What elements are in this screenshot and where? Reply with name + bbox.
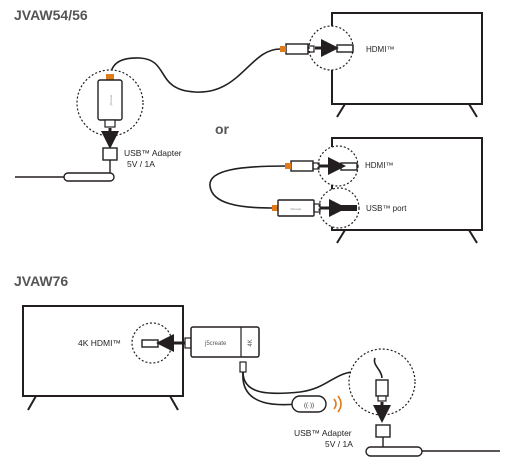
svg-text:((·)): ((·)) [304,403,314,409]
hdmi-top-label: HDMI™ [366,45,394,54]
receiver-dongle-4k [190,326,260,358]
or-text: or [215,121,230,137]
svg-text:j5create: j5create [290,207,302,211]
usb-plug [375,379,389,397]
usb-adapter-1-line1: USB™ Adapter [124,148,182,158]
section2-title: JVAW76 [14,273,68,289]
hdmi-4k-label: 4K HDMI™ [78,338,121,348]
hdmi-dongle-plug-mid [285,160,320,172]
tv-bottom [22,305,184,411]
section1-title: JVAW54/56 [14,7,88,23]
tv-top [331,12,483,118]
dongle-brand: j5create [204,341,227,347]
remote-button [291,395,327,413]
cable-middle [209,165,286,209]
hdmi-dongle-plug [280,43,315,55]
usb-port-label: USB™ port [366,204,407,213]
usb-adapter-1 [15,147,118,182]
hdmi-mid-label: HDMI™ [365,161,393,170]
usb-adapter-2 [365,424,500,457]
usb-adapter-1-line2: 5V / 1A [127,159,155,169]
usb-adapter-2-line2: 5V / 1A [325,439,353,449]
dongle-4k-label: 4K [248,339,254,346]
wireless-signal-icon [333,395,342,413]
cable-top [109,48,281,93]
svg-text:j5create: j5create [109,94,113,106]
usb-adapter-2-line1: USB™ Adapter [294,428,352,438]
